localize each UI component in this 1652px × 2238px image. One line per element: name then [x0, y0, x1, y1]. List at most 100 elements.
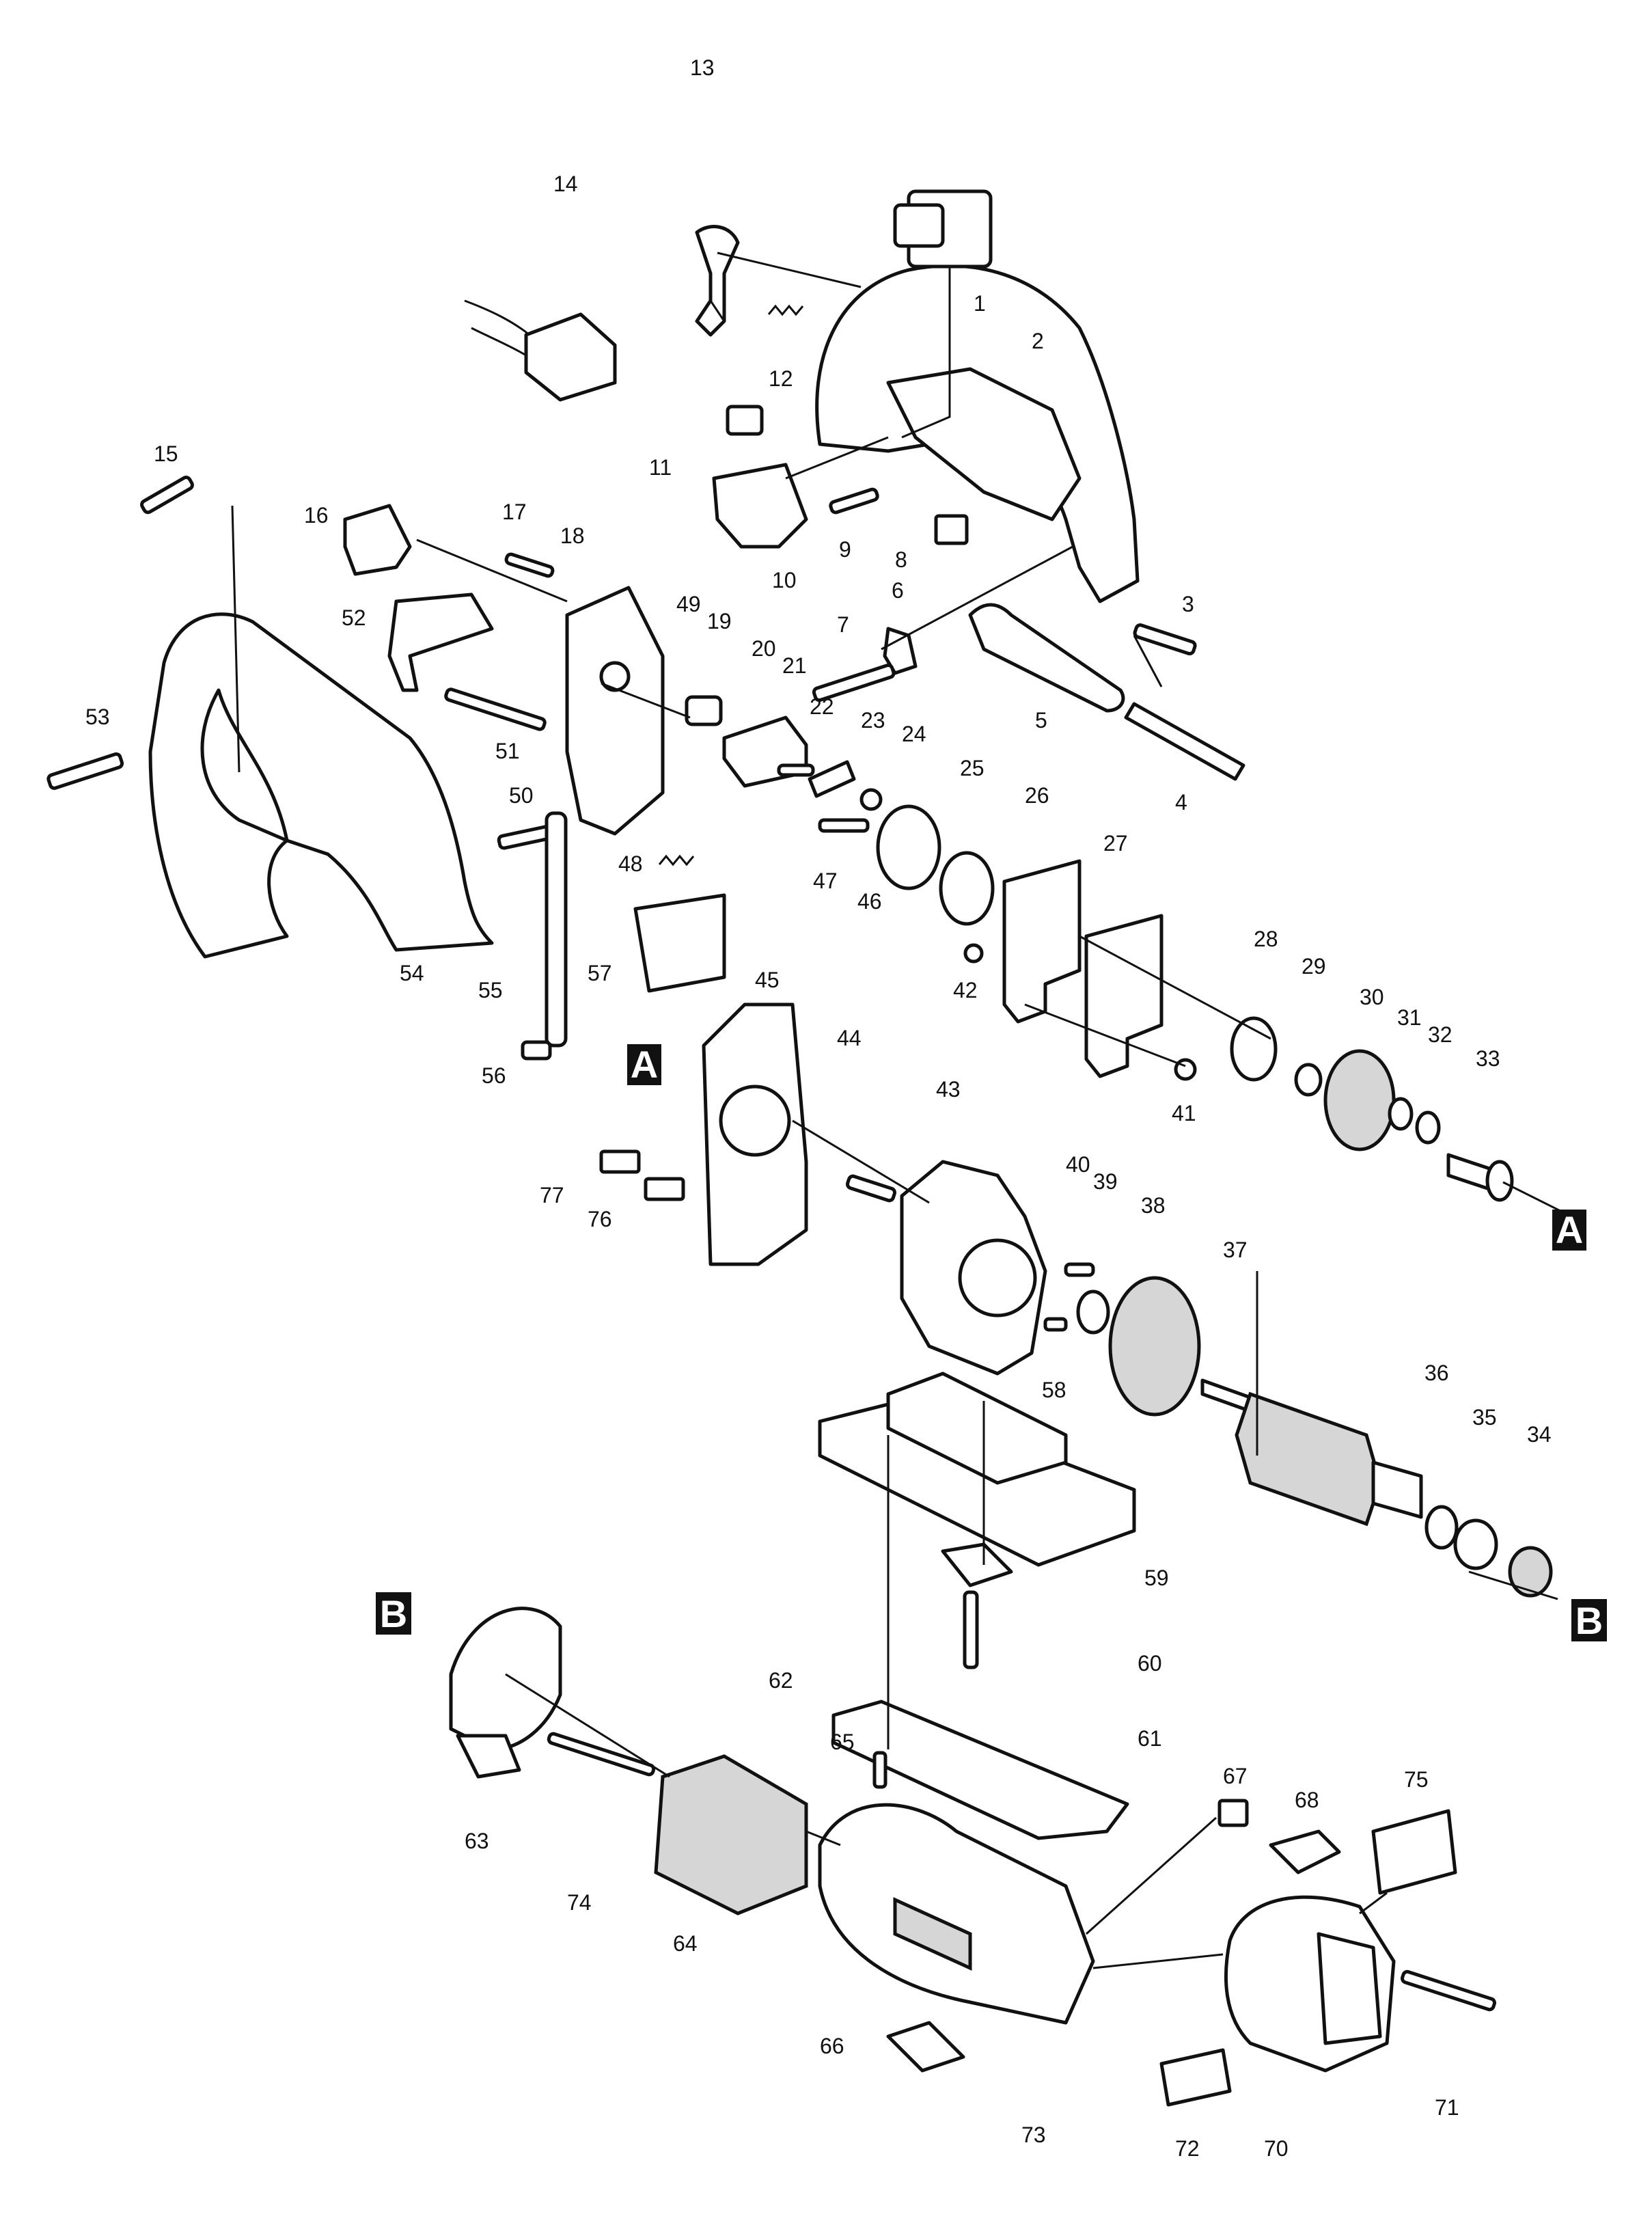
callout-26: 26: [1025, 783, 1049, 808]
part-gear-30: [1323, 1049, 1396, 1151]
callout-19: 19: [707, 609, 732, 633]
part-60: [941, 1542, 1013, 1587]
part-screw-21: [777, 763, 815, 777]
part-armature-commutator: [1371, 1460, 1423, 1519]
callout-55: 55: [478, 978, 503, 1002]
part-36: [1424, 1505, 1459, 1550]
callout-12: 12: [769, 366, 793, 391]
part-76: [644, 1177, 685, 1201]
part-screw-53: [46, 752, 124, 790]
callout-38: 38: [1141, 1193, 1166, 1218]
callout-57: 57: [588, 961, 612, 985]
callout-3: 3: [1182, 592, 1194, 616]
callout-75: 75: [1404, 1767, 1429, 1792]
callout-9: 9: [839, 537, 851, 562]
part-pin-9: [829, 487, 879, 515]
part-screw-15: [140, 476, 194, 515]
marker-b-right: B: [1571, 1599, 1607, 1642]
part-screw-61: [963, 1590, 979, 1669]
part-leaf-spring: [387, 592, 494, 692]
callout-65: 65: [830, 1730, 855, 1754]
part-plate-26: [1002, 859, 1082, 1024]
part-spring-12: [767, 304, 804, 316]
marker-a-left: A: [627, 1043, 661, 1086]
callout-17: 17: [502, 500, 527, 524]
part-motor-housing: [818, 1803, 1095, 2025]
callout-24: 24: [902, 722, 926, 746]
part-ring-25: [939, 851, 995, 926]
callout-40: 40: [1066, 1152, 1090, 1177]
part-58: [1043, 1317, 1068, 1332]
part-guard-57: [633, 893, 726, 993]
callout-48: 48: [618, 851, 643, 876]
part-trigger: [712, 463, 808, 549]
callout-39: 39: [1093, 1169, 1118, 1194]
callout-71: 71: [1435, 2095, 1459, 2120]
callout-16: 16: [304, 503, 329, 528]
part-gear-housing: [565, 586, 665, 836]
part-56: [521, 1040, 552, 1061]
callout-59: 59: [1144, 1566, 1169, 1590]
part-field: [654, 1754, 808, 1915]
part-lock-lever: [695, 225, 740, 337]
callout-30: 30: [1360, 985, 1384, 1009]
leader-lines: [231, 251, 1572, 1969]
callout-52: 52: [342, 605, 366, 630]
callout-28: 28: [1254, 927, 1278, 951]
callout-76: 76: [588, 1207, 612, 1231]
callout-36: 36: [1424, 1361, 1449, 1385]
callout-54: 54: [400, 961, 424, 985]
callout-67: 67: [1223, 1764, 1248, 1788]
callout-49: 49: [676, 592, 701, 616]
part-screw-40: [1064, 1262, 1095, 1277]
callout-62: 62: [769, 1668, 793, 1693]
svg-text:B: B: [1575, 1599, 1603, 1642]
part-screw-65: [872, 1751, 887, 1789]
callout-61: 61: [1138, 1726, 1162, 1751]
part-plate-62: [831, 1700, 1129, 1840]
part-screw-7: [812, 664, 896, 702]
part-gear-housing-hole: [599, 661, 631, 692]
callout-6: 6: [892, 578, 904, 603]
part-plate-45-hole: [719, 1084, 791, 1157]
part-rear-handle: [148, 612, 494, 959]
callout-labels: 1 2 3 4 5 6 7 8 9 10 11 12 13 14 15 16 1…: [85, 55, 1552, 2161]
callout-29: 29: [1302, 954, 1326, 979]
callout-58: 58: [1042, 1378, 1066, 1402]
part-bearing-29: [1294, 1063, 1323, 1097]
part-34: [1508, 1546, 1553, 1598]
part-gear-housing-43-bore: [958, 1238, 1037, 1318]
part-motor-housing-vents: [893, 1897, 972, 1971]
part-armature: [1235, 1391, 1382, 1527]
callout-43: 43: [936, 1077, 961, 1102]
callout-41: 41: [1172, 1101, 1196, 1125]
callout-66: 66: [820, 2034, 844, 2058]
callout-11: 11: [649, 455, 672, 480]
part-bracket-16: [343, 504, 412, 576]
callout-5: 5: [1035, 708, 1047, 733]
callout-74: 74: [567, 1890, 592, 1915]
part-washer-42: [963, 943, 984, 964]
callout-70: 70: [1264, 2136, 1289, 2161]
part-cord: [1124, 702, 1245, 781]
part-73: [886, 2021, 965, 2073]
part-baffle: [449, 1607, 562, 1751]
callout-23: 23: [861, 708, 885, 733]
part-plunger: [545, 811, 568, 1048]
part-screw-17: [504, 552, 555, 578]
part-drawings: [46, 189, 1553, 2107]
part-32: [1415, 1110, 1441, 1145]
callout-22: 22: [810, 694, 834, 719]
part-ring-28: [1230, 1016, 1278, 1082]
callout-1: 1: [974, 291, 986, 316]
callout-18: 18: [560, 523, 585, 548]
callout-34: 34: [1527, 1422, 1552, 1447]
callout-44: 44: [837, 1026, 862, 1050]
part-baffle-foot: [456, 1734, 521, 1779]
marker-a-right: A: [1552, 1208, 1586, 1251]
callout-27: 27: [1103, 831, 1128, 856]
part-brush-holder-68: [1269, 1829, 1341, 1874]
callout-56: 56: [482, 1063, 506, 1088]
callout-77: 77: [540, 1183, 564, 1207]
callout-72: 72: [1175, 2136, 1200, 2161]
